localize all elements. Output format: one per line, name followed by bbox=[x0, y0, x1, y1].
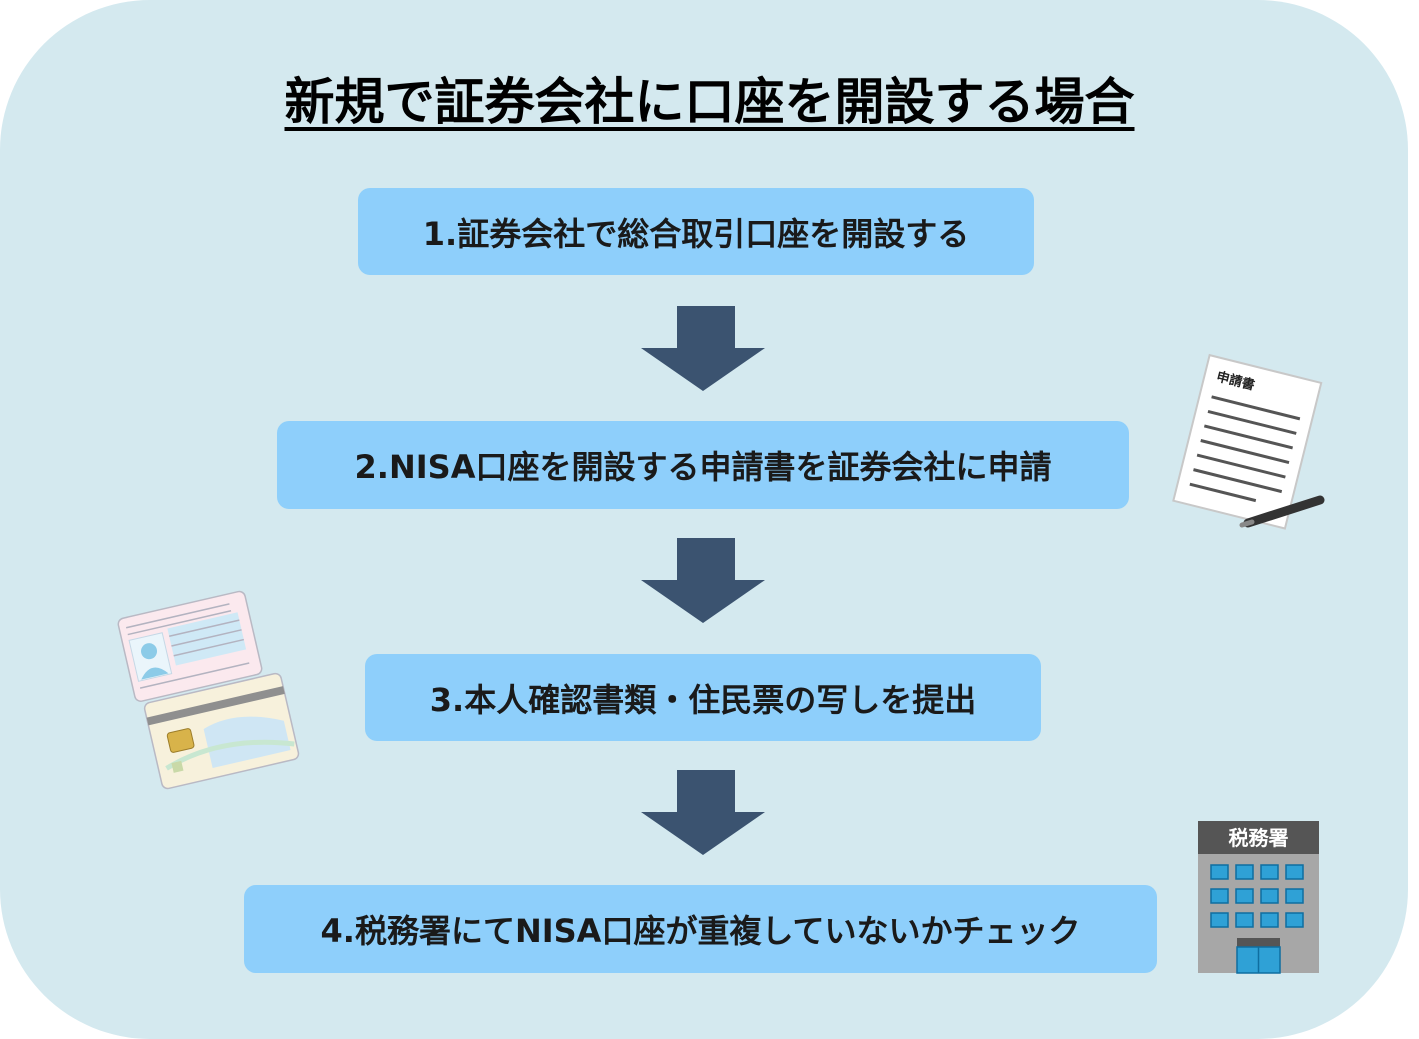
step-1-box: 1.証券会社で総合取引口座を開設する bbox=[358, 188, 1034, 275]
arrow-down-2-icon bbox=[641, 538, 765, 623]
tax-office-label: 税務署 bbox=[1229, 826, 1289, 850]
step-3-box: 3.本人確認書類・住民票の写しを提出 bbox=[365, 654, 1041, 741]
pen-icon bbox=[1239, 495, 1325, 528]
step-3-text: 3.本人確認書類・住民票の写しを提出 bbox=[429, 680, 977, 719]
step-2-box: 2.NISA口座を開設する申請書を証券会社に申請 bbox=[277, 421, 1129, 509]
id-card-icon bbox=[117, 590, 300, 790]
step-4-box: 4.税務署にてNISA口座が重複していないかチェック bbox=[244, 885, 1157, 973]
tax-office-building-icon: 税務署 bbox=[1198, 821, 1319, 974]
step-1-text: 1.証券会社で総合取引口座を開設する bbox=[422, 214, 970, 253]
arrow-down-1-icon bbox=[641, 306, 765, 391]
page-title: 新規で証券会社に口座を開設する場合 bbox=[0, 62, 1419, 134]
step-2-text: 2.NISA口座を開設する申請書を証券会社に申請 bbox=[354, 448, 1052, 486]
arrow-down-3-icon bbox=[641, 770, 765, 855]
application-form-icon: 申請書 bbox=[1172, 353, 1325, 530]
page-title-text: 新規で証券会社に口座を開設する場合 bbox=[284, 73, 1135, 131]
step-4-text: 4.税務署にてNISA口座が重複していないかチェック bbox=[320, 912, 1081, 950]
